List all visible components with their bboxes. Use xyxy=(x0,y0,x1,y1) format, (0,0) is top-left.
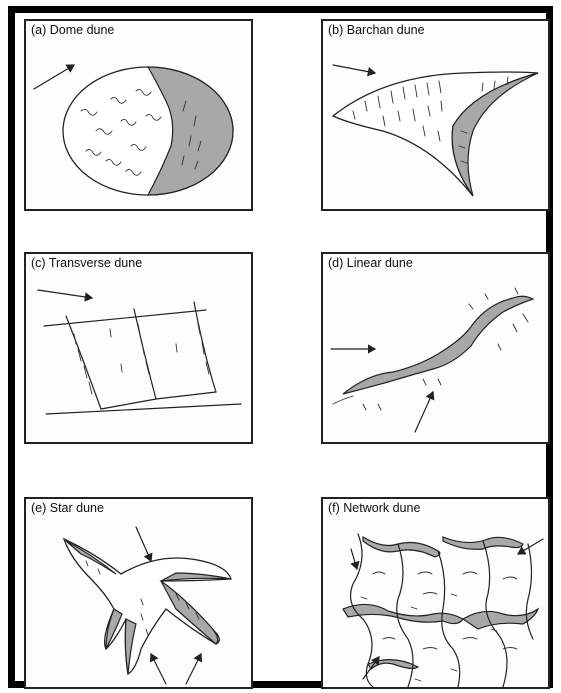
wind-arrow-south xyxy=(415,392,433,432)
wind-arrow-south xyxy=(151,654,166,684)
panel-network-dune: (f) Network dune xyxy=(321,497,550,689)
network-dune-illustration xyxy=(323,499,548,687)
wind-arrow xyxy=(333,65,375,73)
panel-dome-dune: (a) Dome dune xyxy=(24,19,253,211)
wind-arrow xyxy=(34,65,74,89)
wind-arrow-north xyxy=(136,527,151,561)
transverse-dune-illustration xyxy=(26,254,251,442)
panel-linear-dune: (d) Linear dune xyxy=(321,252,550,444)
panel-transverse-dune: (c) Transverse dune xyxy=(24,252,253,444)
wind-arrow xyxy=(38,290,92,298)
barchan-dune-illustration xyxy=(323,21,548,209)
linear-dune-illustration xyxy=(323,254,548,442)
wind-arrow-north xyxy=(351,549,357,569)
wind-arrow-southeast xyxy=(186,654,201,684)
dome-dune-illustration xyxy=(26,21,251,209)
panel-barchan-dune: (b) Barchan dune xyxy=(321,19,550,211)
wind-arrow-south xyxy=(363,657,379,679)
panel-star-dune: (e) Star dune xyxy=(24,497,253,689)
star-dune-illustration xyxy=(26,499,251,687)
